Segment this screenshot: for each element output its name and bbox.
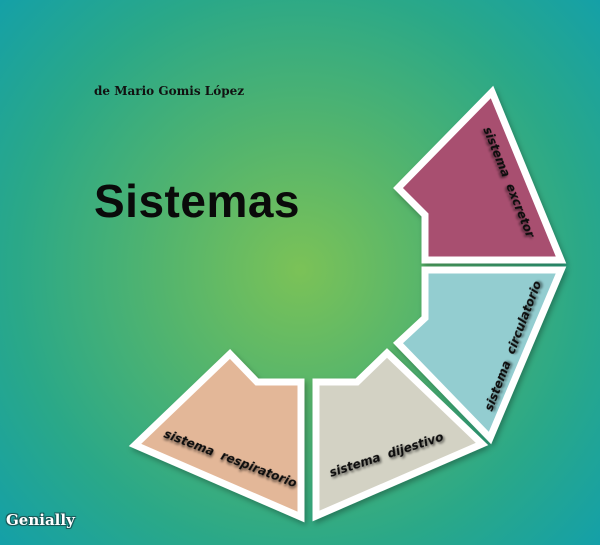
segment-shape xyxy=(312,348,489,522)
genially-logo[interactable]: Genially xyxy=(6,511,75,529)
segment-excretor[interactable]: sistema excretor xyxy=(393,85,567,264)
segment-dijestivo[interactable]: sistema dijestivo xyxy=(312,348,489,522)
segment-shape xyxy=(392,266,567,445)
segment-respiratorio[interactable]: sistema respiratorio xyxy=(128,349,305,523)
segment-shape xyxy=(393,85,567,264)
segment-shape xyxy=(128,349,305,523)
page-title: Sistemas xyxy=(94,175,301,227)
author-text: de Mario Gomis López xyxy=(94,84,245,98)
